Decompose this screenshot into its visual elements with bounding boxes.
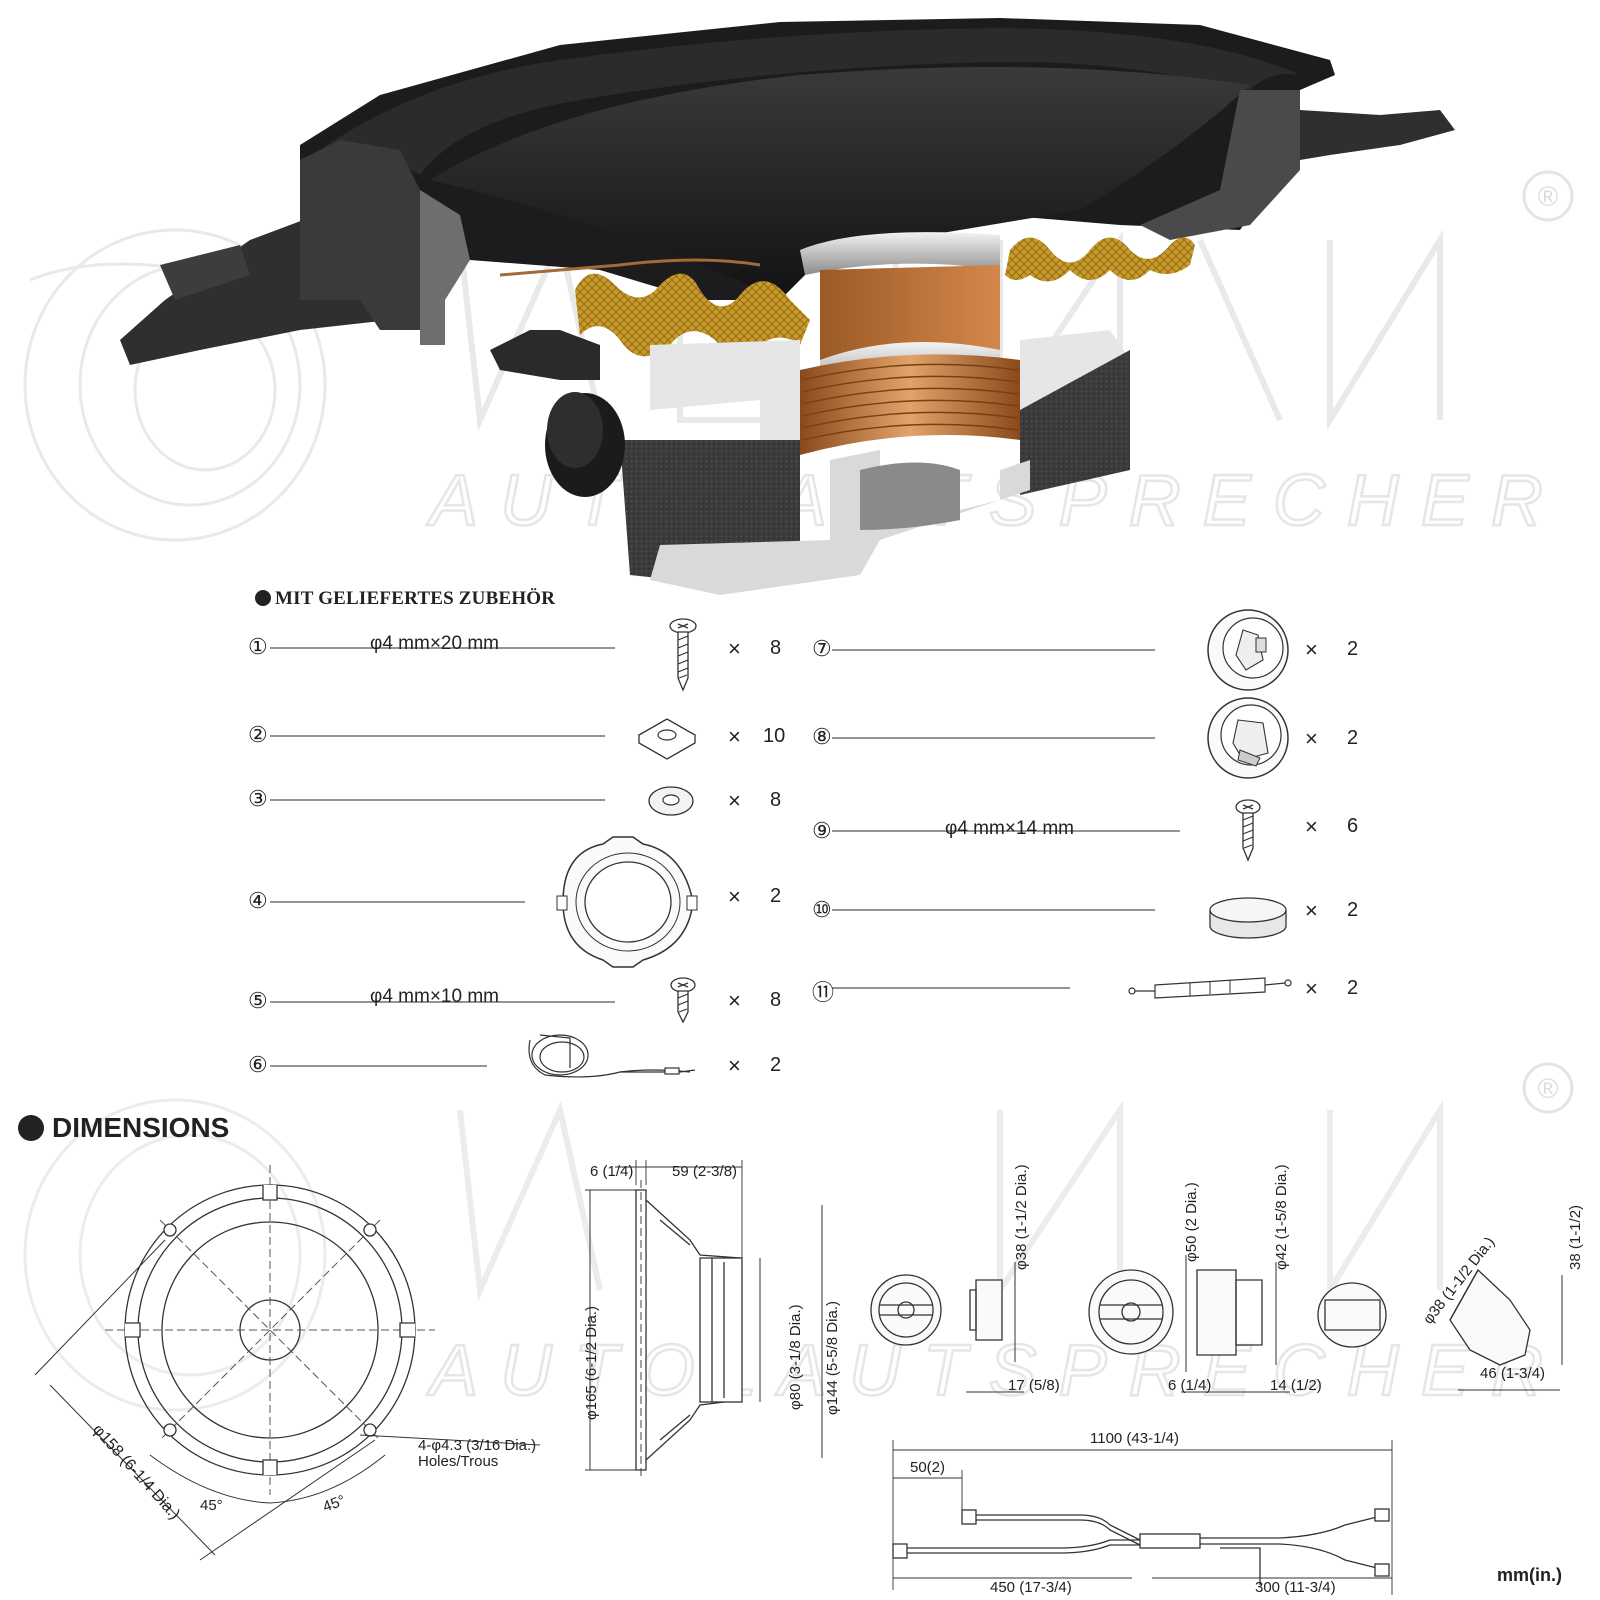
outer-dia-label: φ165 (6-1/2 Dia.) <box>583 1306 600 1420</box>
times-symbol: × <box>728 1053 741 1078</box>
times-symbol: × <box>728 884 741 909</box>
times-symbol: × <box>728 788 741 813</box>
item-number: ⑨ <box>812 818 832 843</box>
item-number: ⑥ <box>248 1052 268 1077</box>
item-quantity: 2 <box>1347 977 1359 999</box>
tweeter-b-outer-label: φ50 (2 Dia.) <box>1183 1182 1200 1262</box>
unit-label: mm(in.) <box>1497 1565 1562 1585</box>
cable-left-label: 450 (17-3/4) <box>990 1579 1072 1596</box>
angle-right-label: 45° <box>321 1492 348 1516</box>
holes-label-1: 4-φ4.3 (3/16 Dia.) <box>418 1437 536 1454</box>
item-number: ② <box>248 722 268 747</box>
tweeter-b-depth-label: 14 (1/2) <box>1270 1377 1322 1394</box>
svg-text:®: ® <box>1538 1073 1559 1104</box>
speed-nut-icon <box>637 718 697 760</box>
mounting-bracket-icon <box>556 836 698 968</box>
item-number: ④ <box>248 888 268 913</box>
speaker-cutaway-illustration <box>120 18 1455 595</box>
tapping-screw-icon <box>670 977 696 1024</box>
washer-icon <box>648 786 694 816</box>
item-number: ⑦ <box>812 636 832 661</box>
tweeter-drawings <box>870 1255 1563 1393</box>
cable-stub-label: 50(2) <box>910 1459 945 1476</box>
tweeter-a-dia-label: φ38 (1-1/2 Dia.) <box>1013 1164 1030 1270</box>
tweeter-a-depth-label: 17 (5/8) <box>1008 1377 1060 1394</box>
times-symbol: × <box>1305 898 1318 923</box>
item-quantity: 2 <box>770 885 782 907</box>
angle-left-label: 45° <box>200 1497 223 1514</box>
item-quantity: 8 <box>770 789 782 811</box>
times-symbol: × <box>728 636 741 661</box>
item-number: ⑩ <box>812 897 832 922</box>
watermark-bottom <box>23 1098 1443 1412</box>
item-spec: φ4 mm×20 mm <box>370 633 499 654</box>
registered-mark-bottom: ® <box>1522 1062 1574 1114</box>
item-quantity: 2 <box>1347 899 1359 921</box>
cable-right-label: 300 (11-3/4) <box>1255 1579 1336 1596</box>
flange-label: 6 (1/4) <box>590 1163 633 1180</box>
mount-dia-label: φ144 (5-5/8 Dia.) <box>824 1301 841 1415</box>
times-symbol: × <box>1305 637 1318 662</box>
tweeter-flush-mount-icon <box>1207 609 1289 691</box>
tweeter-b-inner-label: φ42 (1-5/8 Dia.) <box>1273 1164 1290 1270</box>
item-number: ⑤ <box>248 988 268 1013</box>
times-symbol: × <box>728 988 741 1013</box>
tweeter-c-height-label: 38 (1-1/2) <box>1567 1205 1584 1270</box>
times-symbol: × <box>1305 726 1318 751</box>
registered-mark-top: ® <box>1522 170 1574 222</box>
capacitor-icon <box>1128 977 1292 999</box>
item-number: ⑧ <box>812 724 832 749</box>
svg-text:®: ® <box>1538 181 1559 212</box>
tweeter-cable-drawing <box>892 1440 1393 1595</box>
woofer-front-view-drawing <box>34 1165 541 1561</box>
item-quantity: 6 <box>1347 815 1359 837</box>
item-spec: φ4 mm×10 mm <box>370 986 499 1007</box>
magnet-dia-label: φ80 (3-1/8 Dia.) <box>787 1304 804 1410</box>
tweeter-b-flange-label: 6 (1/4) <box>1168 1377 1211 1394</box>
accessories-heading: MIT GELIEFERTES ZUBEHÖR <box>255 588 555 610</box>
item-quantity: 2 <box>1347 638 1359 660</box>
holes-label-2: Holes/Trous <box>418 1453 498 1470</box>
accessory-graphics <box>270 647 1180 1067</box>
item-number: ① <box>248 634 268 659</box>
tapping-screw-icon <box>669 618 697 692</box>
dimensions-heading: DIMENSIONS <box>18 1112 229 1144</box>
bullet-icon <box>255 590 271 606</box>
adhesive-pad-icon <box>1209 897 1287 939</box>
item-quantity: 2 <box>1347 727 1359 749</box>
tweeter-c-width-label: 46 (1-3/4) <box>1480 1365 1545 1382</box>
times-symbol: × <box>728 724 741 749</box>
speaker-cable-icon <box>528 1034 696 1078</box>
item-quantity: 8 <box>770 637 782 659</box>
cable-total-label: 1100 (43-1/4) <box>1090 1430 1179 1447</box>
item-number: ⑪ <box>812 980 835 1005</box>
item-quantity: 10 <box>763 725 786 747</box>
times-symbol: × <box>1305 814 1318 839</box>
depth-label: 59 (2-3/8) <box>672 1163 737 1180</box>
item-quantity: 8 <box>770 989 782 1011</box>
voice-coil <box>800 354 1020 455</box>
item-number: ③ <box>248 786 268 811</box>
woofer-side-view-drawing <box>585 1160 823 1480</box>
item-quantity: 2 <box>770 1054 782 1076</box>
tapping-screw-icon <box>1235 799 1261 862</box>
times-symbol: × <box>1305 976 1318 1001</box>
tweeter-angle-mount-icon <box>1207 697 1289 779</box>
item-spec: φ4 mm×14 mm <box>945 818 1074 839</box>
bullet-icon <box>18 1115 44 1141</box>
